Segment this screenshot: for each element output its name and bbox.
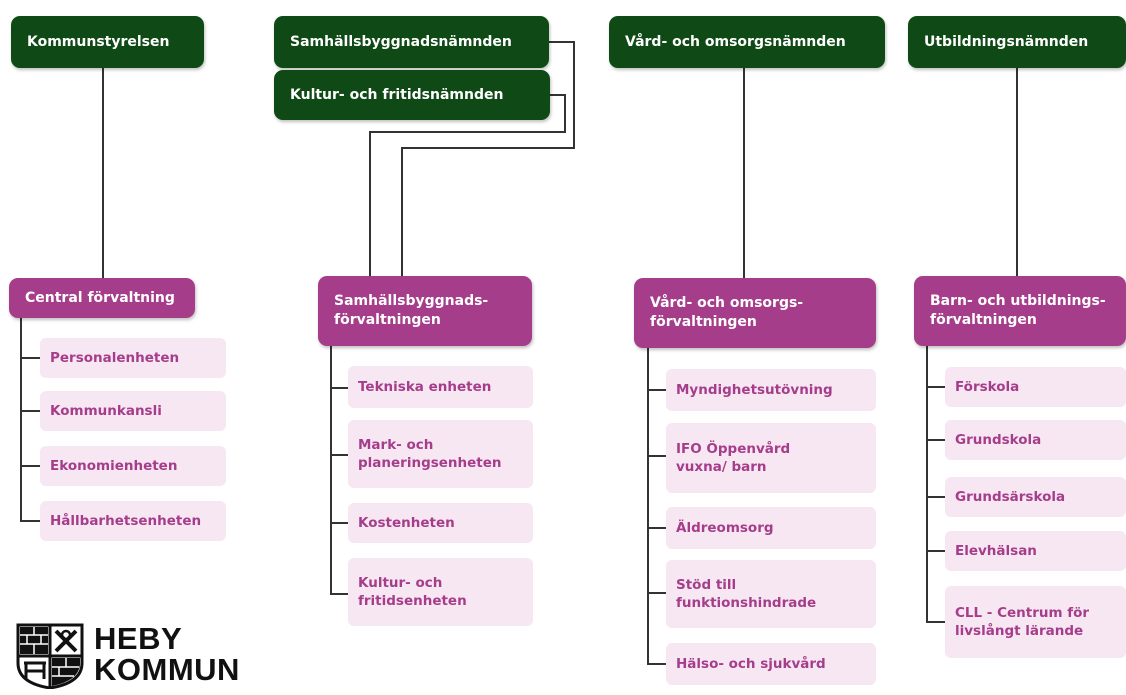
board-label: Kultur- och fritidsnämnden xyxy=(290,87,504,103)
unit-label: Elevhälsan xyxy=(955,543,1037,559)
unit-label: Grundskola xyxy=(955,432,1042,448)
admin-central-forvaltning: Central förvaltning xyxy=(9,278,195,318)
unit-halso-sjukvard: Hälso- och sjukvård xyxy=(666,643,876,685)
unit-label: Mark- och planeringsenheten xyxy=(358,437,502,471)
unit-label: Hållbarhetsenheten xyxy=(50,513,202,529)
unit-hallbarhetsenheten: Hållbarhetsenheten xyxy=(40,501,226,541)
unit-label: CLL - Centrum för livslångt lärande xyxy=(955,605,1090,639)
admin-label: Barn- och utbildnings- förvaltningen xyxy=(930,293,1106,328)
unit-kommunkansli: Kommunkansli xyxy=(40,391,226,431)
unit-label: Myndighetsutövning xyxy=(676,382,833,398)
unit-label: Hälso- och sjukvård xyxy=(676,656,826,672)
unit-tekniska-enheten: Tekniska enheten xyxy=(348,366,533,408)
unit-label: Grundsärskola xyxy=(955,489,1066,505)
unit-label: Kultur- och fritidsenheten xyxy=(358,575,467,609)
board-samhallsbyggnadsnamnden: Samhällsbyggnadsnämnden xyxy=(274,16,549,68)
unit-personalenheten: Personalenheten xyxy=(40,338,226,378)
logo-wordmark: HEBY KOMMUN xyxy=(94,623,240,685)
admin-barn-utbildningsforvaltningen: Barn- och utbildnings- förvaltningen xyxy=(914,276,1126,346)
board-label: Vård- och omsorgsnämnden xyxy=(625,34,846,50)
unit-mark-planeringsenheten: Mark- och planeringsenheten xyxy=(348,420,533,488)
unit-grundskola: Grundskola xyxy=(945,420,1126,460)
unit-kostenheten: Kostenheten xyxy=(348,503,533,543)
admin-samhallsbyggnadsforvaltningen: Samhällsbyggnads- förvaltningen xyxy=(318,276,532,346)
board-utbildningsnamnden: Utbildningsnämnden xyxy=(908,16,1126,68)
unit-label: IFO Öppenvård vuxna/ barn xyxy=(676,441,791,475)
board-kultur-fritidsnamnden: Kultur- och fritidsnämnden xyxy=(274,70,550,120)
admin-label: Vård- och omsorgs- förvaltningen xyxy=(650,295,804,330)
logo-line-heby: HEBY xyxy=(94,621,183,656)
unit-grundsarskola: Grundsärskola xyxy=(945,477,1126,517)
unit-label: Äldreomsorg xyxy=(676,520,774,536)
unit-kultur-fritidsenheten: Kultur- och fritidsenheten xyxy=(348,558,533,626)
admin-label: Samhällsbyggnads- förvaltningen xyxy=(334,293,489,328)
admin-label: Central förvaltning xyxy=(25,289,175,306)
unit-elevhalsan: Elevhälsan xyxy=(945,531,1126,571)
unit-label: Stöd till funktionshindrade xyxy=(676,577,817,611)
unit-label: Kostenheten xyxy=(358,515,455,531)
unit-label: Personalenheten xyxy=(50,350,180,366)
board-kommunstyrelsen: Kommunstyrelsen xyxy=(11,16,204,68)
unit-myndighetsutovning: Myndighetsutövning xyxy=(666,369,876,411)
unit-forskola: Förskola xyxy=(945,367,1126,407)
unit-aldreomsorg: Äldreomsorg xyxy=(666,507,876,549)
admin-vard-omsorgsforvaltningen: Vård- och omsorgs- förvaltningen xyxy=(634,278,876,348)
unit-ekonomienheten: Ekonomienheten xyxy=(40,446,226,486)
board-label: Kommunstyrelsen xyxy=(27,34,170,50)
board-vard-omsorgsnamnden: Vård- och omsorgsnämnden xyxy=(609,16,885,68)
unit-ifo-oppenvard: IFO Öppenvård vuxna/ barn xyxy=(666,423,876,493)
heby-kommun-logo: HEBY KOMMUN xyxy=(16,623,256,690)
logo-line-kommun: KOMMUN xyxy=(94,652,240,687)
coat-of-arms-icon xyxy=(16,623,84,690)
unit-stod-funktionshindrade: Stöd till funktionshindrade xyxy=(666,560,876,628)
unit-label: Förskola xyxy=(955,379,1020,395)
unit-label: Tekniska enheten xyxy=(358,379,492,395)
unit-label: Kommunkansli xyxy=(50,403,162,419)
unit-label: Ekonomienheten xyxy=(50,458,178,474)
board-label: Samhällsbyggnadsnämnden xyxy=(290,34,512,50)
unit-cll-centrum: CLL - Centrum för livslångt lärande xyxy=(945,586,1126,658)
board-label: Utbildningsnämnden xyxy=(924,34,1089,50)
